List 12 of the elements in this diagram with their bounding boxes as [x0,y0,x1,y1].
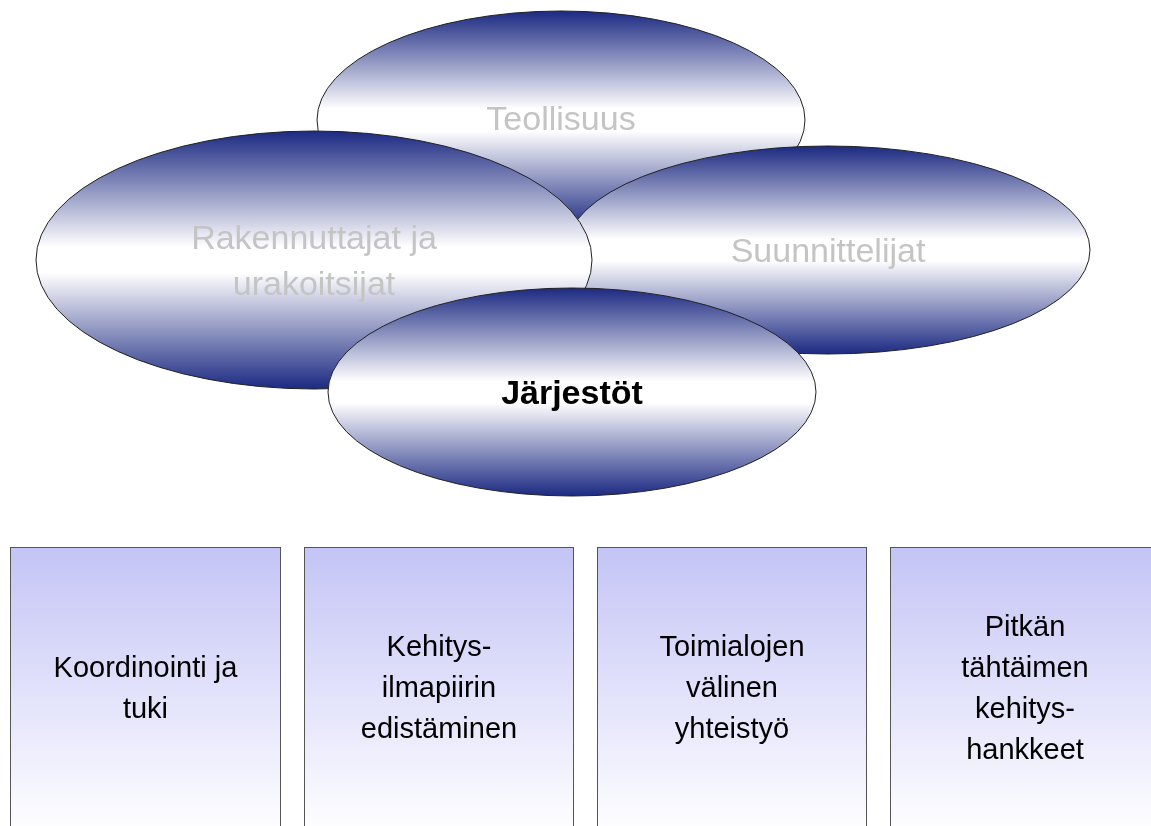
process-box [597,547,867,826]
node-label: Suunnittelijat [730,230,926,271]
box-label: Pitkän tähtäimen kehitys-hankkeet [960,608,1090,767]
node-label: Rakennuttajat ja urakoitsijat [190,217,438,304]
node-label: Järjestöt [501,372,643,413]
box-label: Toimialojen välinen yhteistyö [658,629,806,746]
process-box [10,547,281,826]
process-box [890,547,1151,826]
process-box [304,547,574,826]
box-label: Koordinointi ja tuki [53,649,238,726]
box-label: Kehitys-ilmapiirin edistäminen [359,629,519,746]
node-label: Teollisuus [486,98,636,139]
